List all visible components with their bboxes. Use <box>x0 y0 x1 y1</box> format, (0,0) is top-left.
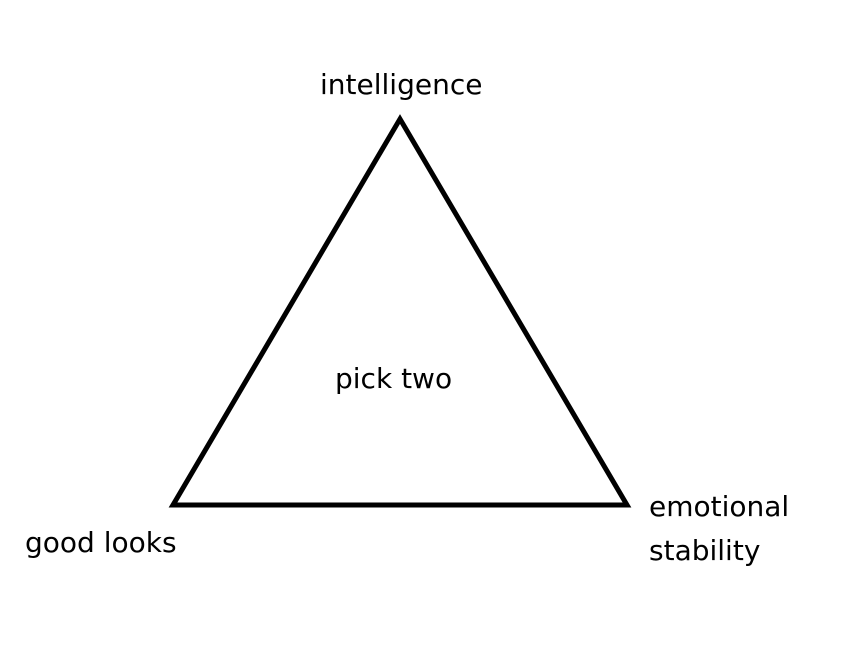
triangle <box>168 114 632 508</box>
label-stability: stability <box>649 534 761 567</box>
label-good-looks: good looks <box>25 526 177 559</box>
label-pick-two: pick two <box>335 362 453 395</box>
label-emotional: emotional <box>649 490 790 523</box>
label-intelligence: intelligence <box>320 68 483 101</box>
